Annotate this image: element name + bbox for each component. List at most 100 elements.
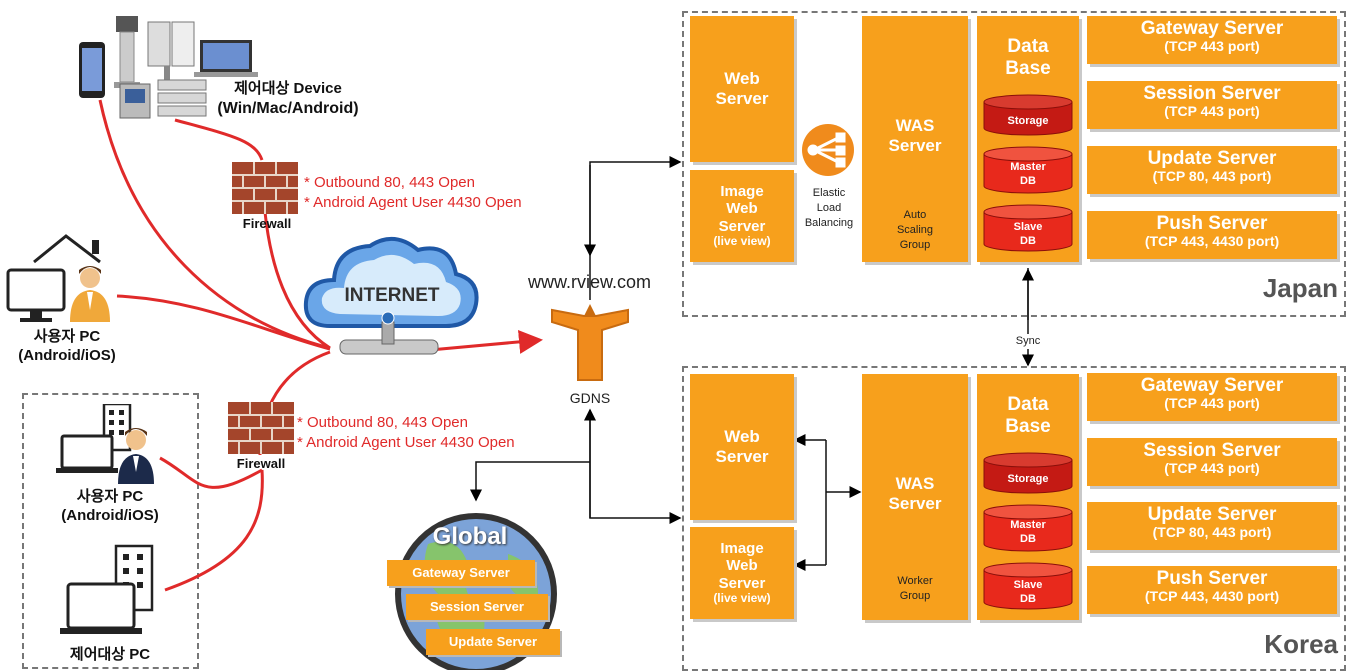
japan-group-label: Auto Scaling Group bbox=[880, 208, 950, 253]
japan-was-server: WAS Server bbox=[862, 16, 968, 262]
global-update-server: Update Server bbox=[426, 629, 560, 655]
device-label: 제어대상 Device (Win/Mac/Android) bbox=[206, 80, 370, 119]
japan-master-line1: Master bbox=[1010, 161, 1046, 173]
firewall1-note: * Outbound 80, 443 Open * Android Agent … bbox=[304, 173, 522, 212]
elb-label-line3: Balancing bbox=[804, 216, 854, 229]
japan-image-web-server-line3: Server bbox=[718, 217, 766, 235]
korea-group-label: Worker Group bbox=[880, 574, 950, 604]
japan-slave-line2: DB bbox=[1020, 235, 1036, 248]
korea-image-web-server-line1: Image bbox=[720, 540, 764, 558]
korea-slave-line2: DB bbox=[1020, 593, 1036, 606]
japan-update-server: Update Server (TCP 80, 443 port) bbox=[1087, 146, 1337, 194]
korea-storage-label: Storage bbox=[1007, 473, 1049, 485]
japan-session-server: Session Server (TCP 443 port) bbox=[1087, 81, 1337, 129]
japan-group-line2: Scaling bbox=[896, 223, 934, 236]
japan-push-server: Push Server (TCP 443, 4430 port) bbox=[1087, 211, 1337, 259]
korea-image-web-server: Image Web Server (live view) bbox=[690, 527, 794, 619]
office-region bbox=[22, 393, 199, 669]
korea-push-server: Push Server (TCP 443, 4430 port) bbox=[1087, 566, 1337, 614]
korea-update-server-name: Update Server bbox=[1147, 504, 1277, 525]
korea-master-line1: Master bbox=[1010, 519, 1046, 531]
firewall2-note-line1: * Outbound 80, 443 Open bbox=[297, 414, 468, 431]
japan-master-line2: DB bbox=[1020, 175, 1036, 188]
korea-region bbox=[682, 366, 1346, 671]
korea-update-server: Update Server (TCP 80, 443 port) bbox=[1087, 502, 1337, 550]
japan-web-server-line2: Server bbox=[715, 89, 769, 108]
korea-push-server-name: Push Server bbox=[1156, 568, 1268, 589]
korea-group-line2: Group bbox=[899, 589, 931, 602]
japan-slave-db: Slave DB bbox=[982, 220, 1074, 249]
korea-region-label: Korea bbox=[1264, 629, 1338, 659]
home-user-pc-icon bbox=[6, 234, 110, 322]
domain-label: www.rview.com bbox=[527, 272, 652, 292]
japan-region bbox=[682, 11, 1346, 317]
gdns-icon bbox=[551, 304, 629, 381]
korea-gateway-server-name: Gateway Server bbox=[1140, 375, 1284, 396]
global-gateway-server: Gateway Server bbox=[387, 560, 535, 586]
korea-database-line1: Data bbox=[1007, 394, 1049, 415]
office-target-pc-icon bbox=[60, 544, 154, 634]
firewall2-note-line2: * Android Agent User 4430 Open bbox=[297, 433, 515, 451]
japan-group-line3: Group bbox=[899, 238, 931, 251]
japan-gateway-server: Gateway Server (TCP 443 port) bbox=[1087, 16, 1337, 64]
elb-label: Elastic Load Balancing bbox=[795, 186, 863, 231]
korea-slave-line1: Slave bbox=[1013, 579, 1043, 591]
device-label-line1: 제어대상 Device bbox=[234, 80, 342, 97]
internet-label: INTERNET bbox=[344, 285, 440, 306]
korea-session-server-port: (TCP 443 port) bbox=[1164, 459, 1260, 476]
firewall1-note-line2: * Android Agent User 4430 Open bbox=[304, 193, 522, 211]
korea-web-server: Web Server bbox=[690, 374, 794, 520]
korea-slave-db: Slave DB bbox=[982, 578, 1074, 607]
japan-update-server-port: (TCP 80, 443 port) bbox=[1152, 167, 1272, 184]
japan-image-web-server-line1: Image bbox=[720, 183, 764, 201]
japan-database-line2: Base bbox=[1005, 57, 1051, 79]
japan-database-line1: Data bbox=[1007, 36, 1049, 57]
japan-gateway-server-port: (TCP 443 port) bbox=[1164, 37, 1260, 54]
korea-master-db: Master DB bbox=[982, 518, 1074, 547]
korea-push-server-port: (TCP 443, 4430 port) bbox=[1144, 587, 1280, 604]
office-user-pc-icon bbox=[56, 404, 154, 484]
office-target-pc-label: 제어대상 PC bbox=[69, 646, 151, 663]
japan-session-server-name: Session Server bbox=[1143, 83, 1281, 104]
korea-db-cylinders bbox=[983, 452, 1073, 610]
korea-group-line1: Worker bbox=[897, 575, 933, 587]
firewall-icon bbox=[232, 162, 298, 214]
office-user-pc-label: 사용자 PC (Android/iOS) bbox=[42, 488, 178, 526]
japan-master-db: Master DB bbox=[982, 160, 1074, 189]
korea-update-server-port: (TCP 80, 443 port) bbox=[1152, 523, 1272, 540]
japan-image-web-server-line4: (live view) bbox=[713, 233, 771, 248]
korea-gateway-server-port: (TCP 443 port) bbox=[1164, 394, 1260, 411]
japan-group-line1: Auto bbox=[903, 209, 927, 221]
japan-was-server-line2: Server bbox=[888, 135, 942, 155]
gdns-label: GDNS bbox=[569, 390, 611, 406]
korea-session-server-name: Session Server bbox=[1143, 440, 1281, 461]
firewall-icon bbox=[228, 402, 294, 454]
global-title: Global bbox=[432, 523, 508, 550]
korea-database-line2: Base bbox=[1005, 415, 1051, 437]
korea-was-server-line1: WAS bbox=[895, 474, 935, 493]
korea-web-server-line1: Web bbox=[724, 427, 760, 447]
global-session-server: Session Server bbox=[406, 594, 548, 620]
elastic-load-balancing-icon bbox=[802, 124, 854, 176]
korea-was-server: WAS Server bbox=[862, 374, 968, 620]
office-user-pc-line1: 사용자 PC bbox=[76, 488, 144, 505]
japan-session-server-port: (TCP 443 port) bbox=[1164, 102, 1260, 119]
japan-web-server-line1: Web bbox=[724, 69, 760, 89]
korea-gateway-server: Gateway Server (TCP 443 port) bbox=[1087, 373, 1337, 421]
sync-label: Sync bbox=[1006, 334, 1050, 349]
japan-was-server-line1: WAS bbox=[895, 116, 935, 135]
office-user-pc-line2: (Android/iOS) bbox=[61, 506, 159, 524]
elb-label-line2: Load bbox=[816, 201, 842, 214]
firewall1-note-line1: * Outbound 80, 443 Open bbox=[304, 174, 475, 191]
korea-image-web-server-line3: Server bbox=[718, 574, 766, 592]
home-user-pc-line1: 사용자 PC bbox=[33, 328, 101, 345]
japan-gateway-server-name: Gateway Server bbox=[1140, 18, 1284, 39]
japan-push-server-name: Push Server bbox=[1156, 213, 1268, 234]
device-cluster-icon bbox=[79, 16, 258, 119]
japan-web-server: Web Server bbox=[690, 16, 794, 162]
japan-storage-label: Storage bbox=[1007, 115, 1049, 127]
device-label-line2: (Win/Mac/Android) bbox=[217, 99, 359, 117]
korea-web-server-line2: Server bbox=[715, 447, 769, 466]
korea-session-server: Session Server (TCP 443 port) bbox=[1087, 438, 1337, 486]
japan-image-web-server: Image Web Server (live view) bbox=[690, 170, 794, 262]
